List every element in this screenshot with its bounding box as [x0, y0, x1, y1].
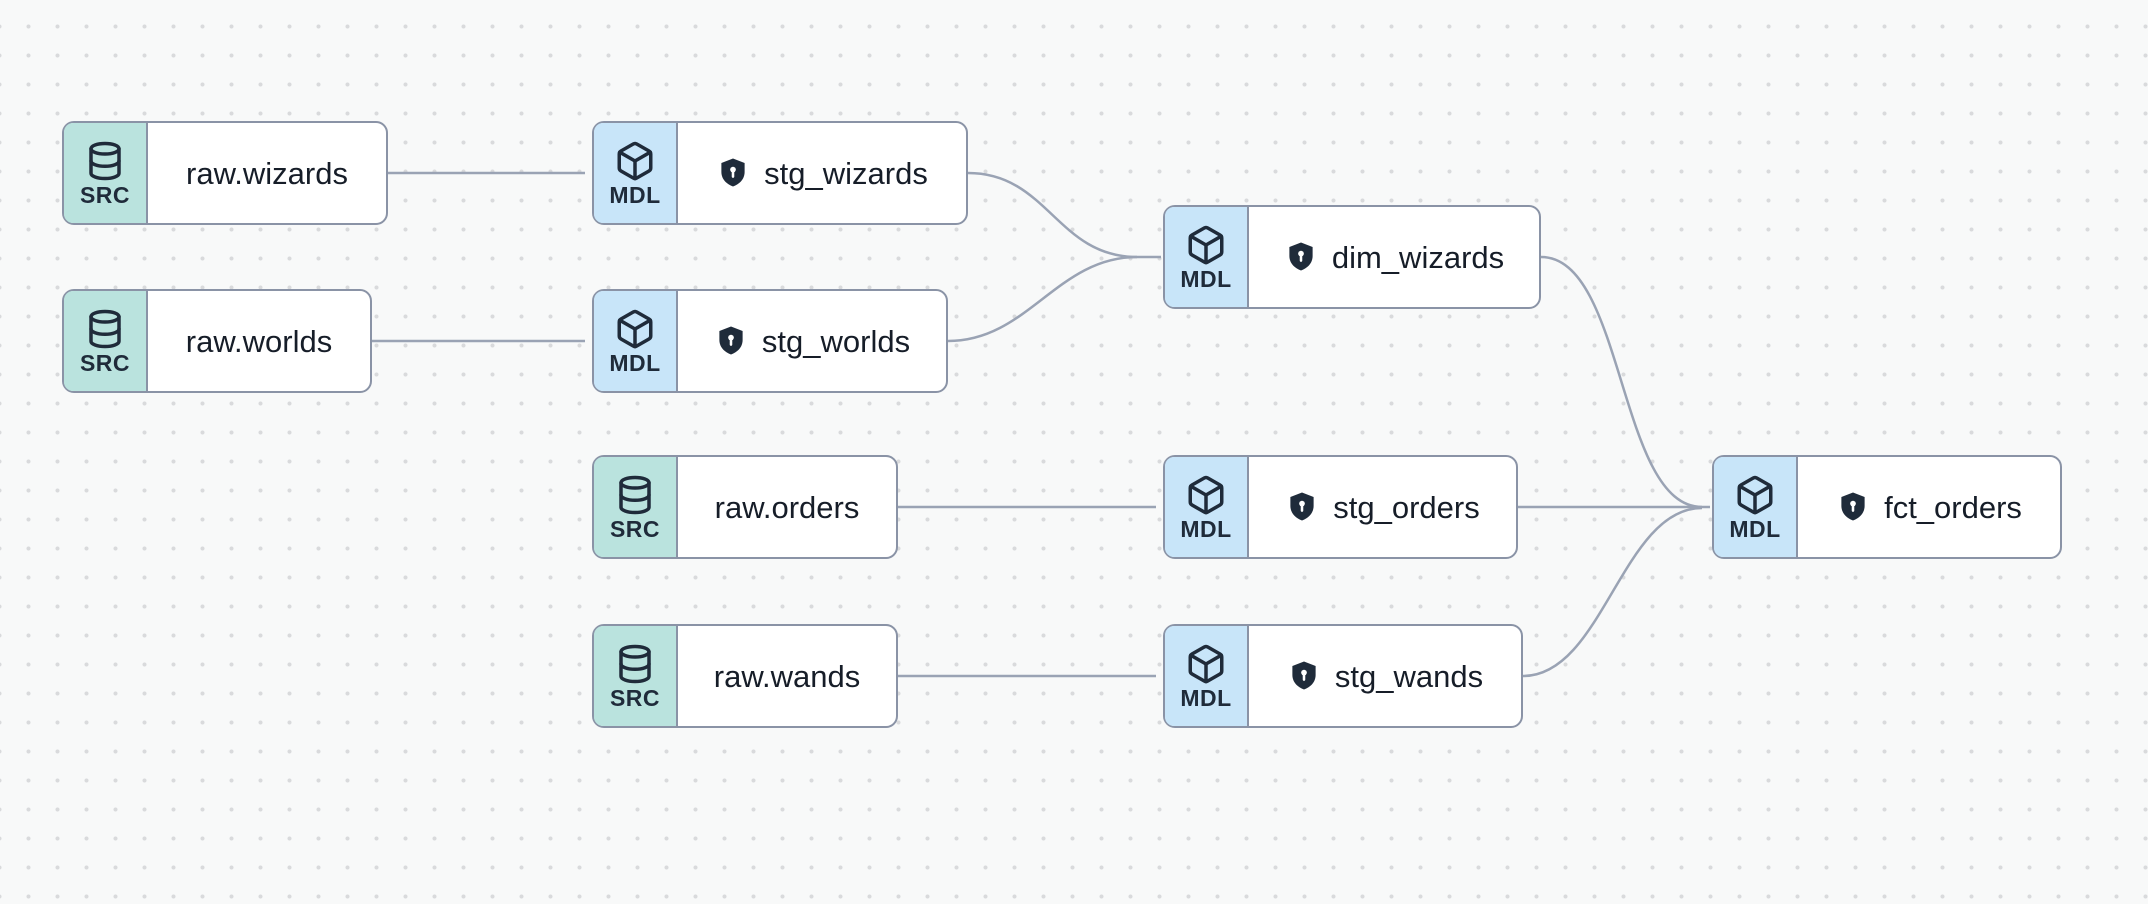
- node-raw_wands[interactable]: SRC raw.wands: [592, 624, 898, 728]
- node-label: dim_wizards: [1331, 239, 1505, 275]
- node-stg_worlds[interactable]: MDL stg_worlds: [592, 289, 948, 393]
- node-label: stg_orders: [1333, 489, 1480, 525]
- node-body: fct_orders: [1798, 457, 2060, 557]
- node-body: stg_worlds: [678, 291, 946, 391]
- node-type-label: SRC: [609, 515, 661, 542]
- node-body: dim_wizards: [1249, 207, 1539, 307]
- shield-lock-icon: [716, 156, 750, 190]
- node-raw_orders[interactable]: SRC raw.orders: [592, 455, 898, 559]
- shield-lock-icon: [1836, 490, 1870, 524]
- node-label: raw.orders: [714, 489, 860, 525]
- node-type-badge-mdl: MDL: [594, 123, 678, 223]
- node-label: raw.wands: [713, 658, 861, 694]
- node-body: stg_wands: [1249, 626, 1521, 726]
- edge-stg_wizards-to-dim_wizards: [967, 171, 1161, 259]
- cube-icon: [1185, 643, 1227, 685]
- node-type-badge-mdl: MDL: [1165, 457, 1249, 557]
- node-type-badge-mdl: MDL: [1165, 207, 1249, 307]
- shield-lock-icon: [1284, 240, 1318, 274]
- shield-lock-icon: [1287, 659, 1321, 693]
- node-type-label: SRC: [79, 181, 131, 208]
- node-type-badge-mdl: MDL: [1165, 626, 1249, 726]
- node-stg_orders[interactable]: MDL stg_orders: [1163, 455, 1518, 559]
- node-raw_wizards[interactable]: SRC raw.wizards: [62, 121, 388, 225]
- node-body: raw.orders: [678, 457, 896, 557]
- node-type-badge-mdl: MDL: [594, 291, 678, 391]
- shield-lock-icon: [714, 324, 748, 358]
- node-type-badge-src: SRC: [64, 123, 148, 223]
- node-raw_worlds[interactable]: SRC raw.worlds: [62, 289, 372, 393]
- cube-icon: [614, 308, 656, 350]
- node-body: raw.worlds: [148, 291, 370, 391]
- database-icon: [84, 308, 126, 350]
- cube-icon: [1185, 474, 1227, 516]
- node-label: raw.worlds: [185, 323, 333, 359]
- node-body: stg_orders: [1249, 457, 1516, 557]
- node-type-label: SRC: [79, 349, 131, 376]
- edge-stg_worlds-to-dim_wizards: [947, 255, 1138, 343]
- node-type-badge-src: SRC: [594, 457, 678, 557]
- node-type-label: SRC: [609, 684, 661, 711]
- cube-icon: [1734, 474, 1776, 516]
- node-type-label: MDL: [609, 349, 661, 376]
- database-icon: [614, 474, 656, 516]
- node-label: stg_worlds: [761, 323, 911, 359]
- cube-icon: [1185, 224, 1227, 266]
- node-type-label: MDL: [1180, 515, 1232, 542]
- node-type-badge-mdl: MDL: [1714, 457, 1798, 557]
- node-label: raw.wizards: [186, 155, 348, 191]
- node-type-label: MDL: [1180, 684, 1232, 711]
- node-label: stg_wands: [1334, 658, 1484, 694]
- node-fct_orders[interactable]: MDL fct_orders: [1712, 455, 2062, 559]
- edge-stg_wands-to-fct_orders: [1522, 506, 1703, 678]
- node-type-badge-src: SRC: [594, 626, 678, 726]
- cube-icon: [614, 140, 656, 182]
- node-type-label: MDL: [609, 181, 661, 208]
- node-body: stg_wizards: [678, 123, 966, 223]
- node-body: raw.wizards: [148, 123, 386, 223]
- edge-dim_wizards-to-fct_orders: [1540, 255, 1703, 509]
- node-dim_wizards[interactable]: MDL dim_wizards: [1163, 205, 1541, 309]
- node-label: fct_orders: [1884, 489, 2022, 525]
- node-stg_wands[interactable]: MDL stg_wands: [1163, 624, 1523, 728]
- node-body: raw.wands: [678, 626, 896, 726]
- node-label: stg_wizards: [764, 155, 928, 191]
- node-type-label: MDL: [1729, 515, 1781, 542]
- shield-lock-icon: [1285, 490, 1319, 524]
- node-stg_wizards[interactable]: MDL stg_wizards: [592, 121, 968, 225]
- node-type-badge-src: SRC: [64, 291, 148, 391]
- database-icon: [614, 643, 656, 685]
- database-icon: [84, 140, 126, 182]
- node-type-label: MDL: [1180, 265, 1232, 292]
